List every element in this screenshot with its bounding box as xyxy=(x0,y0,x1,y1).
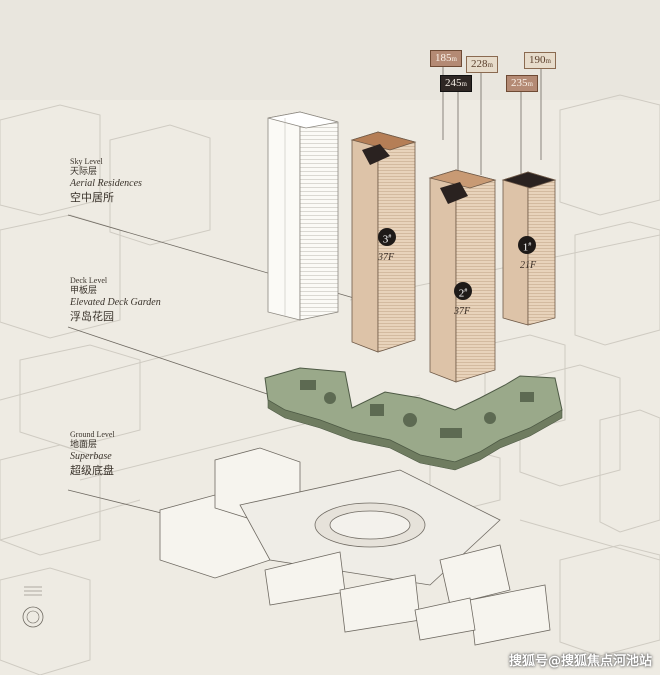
ground-level-label: Ground Level 地面层 Superbase 超级底盘 xyxy=(70,430,115,478)
tower-2-badge: 2# xyxy=(454,282,472,300)
height-tag-228: 228m xyxy=(466,56,498,73)
deck-level-en: Deck Level xyxy=(70,276,108,285)
deck-level-cn: 甲板层 xyxy=(70,286,98,296)
sky-level-label: Sky Level 天际层 Aerial Residences 空中居所 xyxy=(70,157,142,205)
tower-1-badge: 1# xyxy=(518,236,536,254)
ground-level-en2: Superbase xyxy=(70,451,112,463)
ground-level-en: Ground Level xyxy=(70,430,115,439)
tower-3-badge: 3# xyxy=(378,228,396,246)
height-tag-190: 190m xyxy=(524,52,556,69)
sky-level-cn: 天际层 xyxy=(70,167,98,177)
deck-level-en2: Elevated Deck Garden xyxy=(70,297,161,309)
ground-level-cn: 地面层 xyxy=(70,440,98,450)
deck-level-cn2: 浮岛花园 xyxy=(70,309,114,323)
sky-level-en2: Aerial Residences xyxy=(70,178,142,190)
sky-level-cn2: 空中居所 xyxy=(70,190,114,204)
tower-3 xyxy=(350,131,417,353)
white-tower xyxy=(267,111,339,321)
ground-level-cn2: 超级底盘 xyxy=(70,463,114,477)
sky-level-en: Sky Level xyxy=(70,157,103,166)
tower-2 xyxy=(428,169,497,383)
tower-2-floors: 37F xyxy=(454,306,471,317)
superbase xyxy=(159,447,551,646)
watermark-text: 搜狐号@搜狐焦点河池站 xyxy=(508,654,652,669)
height-tag-245: 245m xyxy=(440,75,472,92)
height-tag-185: 185m xyxy=(430,50,462,67)
deck-garden xyxy=(264,367,563,471)
top-band xyxy=(0,0,660,100)
tower-1-floors: 21F xyxy=(520,260,537,271)
height-tag-235: 235m xyxy=(506,75,538,92)
brand-emblem xyxy=(20,581,46,635)
tower-1 xyxy=(501,171,557,326)
deck-level-label: Deck Level 甲板层 Elevated Deck Garden 浮岛花园 xyxy=(70,276,161,324)
tower-3-floors: 37F xyxy=(378,252,395,263)
